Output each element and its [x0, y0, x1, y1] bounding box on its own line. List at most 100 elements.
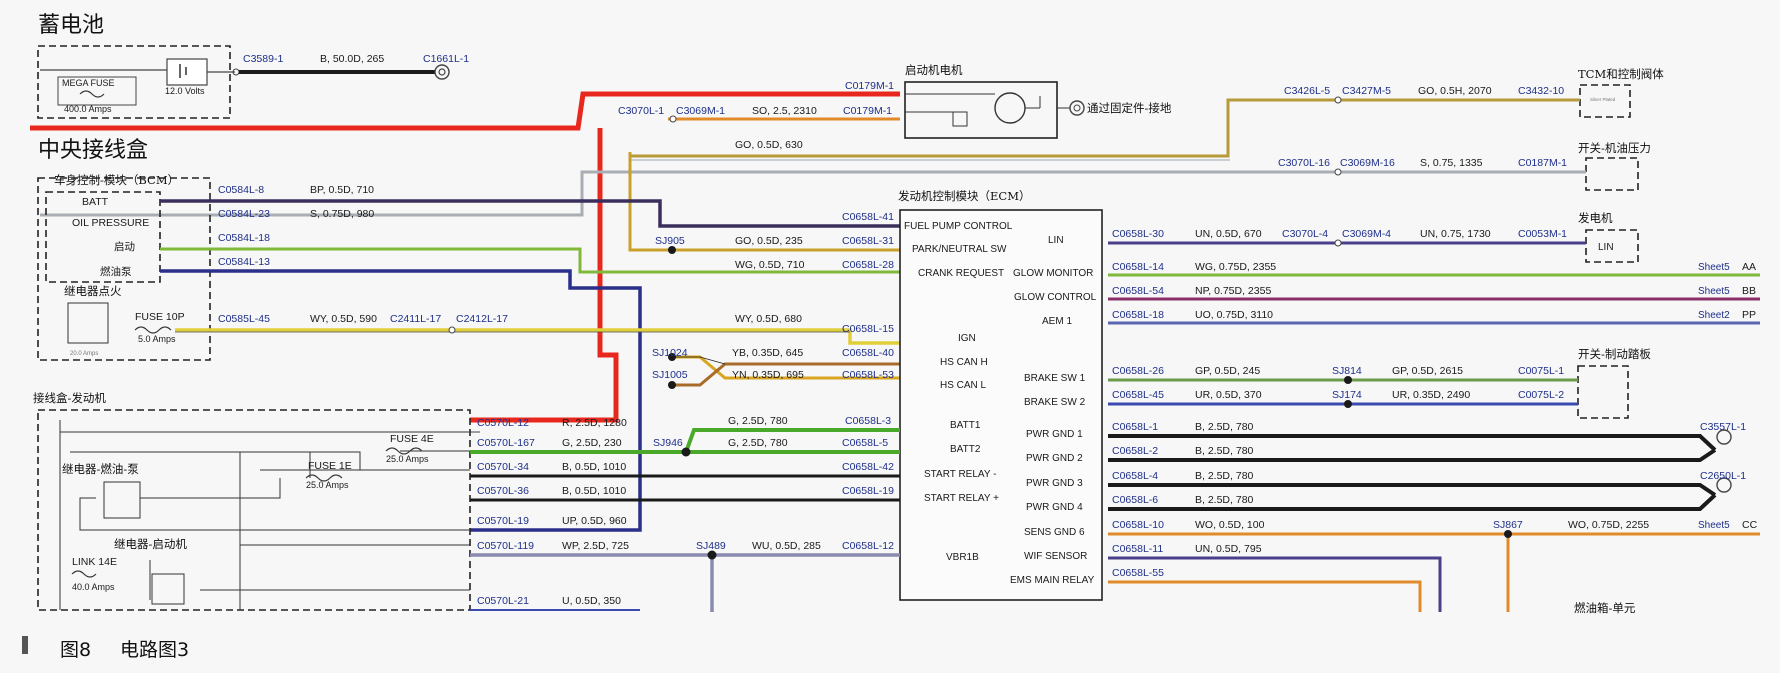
ecm-pin-glow-monitor: GLOW MONITOR [1013, 268, 1093, 279]
ground-c2650l-icon [1716, 477, 1732, 493]
svg-text:Sheet5: Sheet5 [1698, 262, 1730, 273]
ecm-pin-start-relay-pos: START RELAY + [924, 493, 999, 504]
wire-spec-w18: UO, 0.75D, 3110 [1195, 309, 1273, 321]
wire-spec-w24: B, 2.5D, 780 [1195, 445, 1254, 457]
wire-label-c0658l-55: C0658L-55 [1112, 567, 1164, 579]
wire-label-c3070l-4: C3070L-4 [1282, 228, 1328, 240]
wire-label-c0658l-1: C0658L-1 [1112, 421, 1158, 433]
splice-label-sj814: SJ814 [1332, 365, 1362, 377]
wire-spec-w3: GO, 0.5D, 630 [735, 139, 803, 151]
link-14e-rating: 40.0 Amps [72, 582, 115, 592]
wire-label-c3069m-4: C3069M-4 [1342, 228, 1391, 240]
svg-text:20.0 Amps: 20.0 Amps [70, 351, 98, 357]
relay-starter-label: 继电器-启动机 [114, 537, 187, 551]
wire-spec-w29: UN, 0.5D, 795 [1195, 543, 1262, 555]
wire-label-c0658l-31: C0658L-31 [842, 235, 894, 247]
wire-spec-w7: S, 0.75D, 980 [310, 208, 374, 220]
wire-spec-w34: G, 2.5D, 780 [728, 437, 788, 449]
wire-label-c3589-1: C3589-1 [243, 53, 283, 65]
wire-s-oil-pressure [40, 170, 1586, 217]
oil-pressure-switch-box [1585, 157, 1639, 191]
wire-label-c0658l-28: C0658L-28 [842, 259, 894, 271]
engine-junction-box-title: 接线盒-发动机 [33, 391, 106, 405]
svg-text:Sheet5: Sheet5 [1698, 520, 1730, 531]
ground-c3557l-icon [1716, 429, 1732, 445]
ground-eyelet-icon [434, 64, 450, 80]
wire-spec-w39: WU, 0.5D, 285 [752, 540, 821, 552]
generator-title: 发电机 [1578, 211, 1613, 225]
wire-blue-fuel-pump [160, 269, 642, 532]
caption-marker [22, 636, 28, 654]
wire-spec-w15: UN, 0.75, 1730 [1420, 228, 1491, 240]
ecm-pin-pwr-gnd3: PWR GND 3 [1026, 478, 1083, 489]
fuse-4e-rating: 25.0 Amps [386, 454, 429, 464]
wire-label-c0658l-26: C0658L-26 [1112, 365, 1164, 377]
fuse-4e-icon [385, 447, 423, 455]
central-junction-box-title: 中央接线盒 [38, 138, 148, 163]
wire-un-wif [1108, 556, 1442, 612]
wire-label-c0658l-30: C0658L-30 [1112, 228, 1164, 240]
ecm-pin-hs-can-l: HS CAN L [940, 380, 987, 391]
ecm-pin-aem1: AEM 1 [1042, 316, 1072, 327]
ecm-pin-hs-can-h: HS CAN H [940, 357, 988, 368]
ecm-pin-brake-sw1: BRAKE SW 1 [1024, 373, 1086, 384]
wire-label-c3432-10: C3432-10 [1518, 85, 1564, 97]
fuse-1e-icon [305, 474, 343, 482]
ecm-pin-batt2: BATT2 [950, 444, 981, 455]
figure-number: 图8 [60, 639, 91, 661]
link-14e-icon [71, 570, 97, 578]
ecm-box [899, 209, 1103, 601]
ecm-pin-pwr-gnd1: PWR GND 1 [1026, 429, 1083, 440]
splice-label-sj489: SJ489 [696, 540, 726, 552]
bcm-pin-batt: BATT [82, 196, 109, 208]
ecm-pin-park-neutral-sw: PARK/NEUTRAL SW [912, 244, 1007, 255]
wire-spec-w23: B, 2.5D, 780 [1195, 421, 1254, 433]
splice-label-sj1024: SJ1024 [652, 347, 688, 359]
wire-label-c0179m-1-top: C0179M-1 [845, 80, 894, 92]
battery-symbol [166, 58, 208, 86]
wire-spec-w27: WO, 0.5D, 100 [1195, 519, 1265, 531]
wire-spec-w35: B, 0.5D, 1010 [562, 461, 626, 473]
wire-spec-w10: WY, 0.5D, 590 [310, 313, 377, 325]
wire-label-c0658l-54: C0658L-54 [1112, 285, 1164, 297]
wire-label-c0658l-15: C0658L-15 [842, 323, 894, 335]
wire-spec-w22: UR, 0.35D, 2490 [1392, 389, 1470, 401]
wire-label-c0584l-13: C0584L-13 [218, 256, 270, 268]
battery-title: 蓄电池 [38, 13, 104, 38]
ecm-pin-fuel-pump-control: FUEL PUMP CONTROL [904, 221, 1013, 232]
starter-ground-icon [1069, 100, 1085, 116]
svg-text:Sheet2: Sheet2 [1698, 310, 1730, 321]
splice-label-sj946: SJ946 [653, 437, 683, 449]
splice-sj814 [1344, 376, 1352, 384]
relay-fuel-pump-icon [103, 481, 141, 519]
wire-label-c0075l-1: C0075L-1 [1518, 365, 1564, 377]
fuse-1e-rating: 25.0 Amps [306, 480, 349, 490]
link-14e-label: LINK 14E [72, 556, 117, 568]
ecm-pin-wif-sensor: WIF SENSOR [1024, 551, 1087, 562]
wire-label-c2412l-17: C2412L-17 [456, 313, 508, 325]
wire-spec-w11: WY, 0.5D, 680 [735, 313, 802, 325]
ecm-pin-start-relay-neg: START RELAY - [924, 469, 996, 480]
svg-text:Silver Plated: Silver Plated [1590, 97, 1616, 102]
generator-box [1585, 229, 1639, 263]
ecm-pin-vbr1b: VBR1B [946, 552, 979, 563]
bcm-pin-fuel-pump: 燃油泵 [100, 265, 132, 278]
wire-spec-w2: SO, 2.5, 2310 [752, 105, 817, 117]
ecm-pin-pwr-gnd2: PWR GND 2 [1026, 453, 1083, 464]
wire-label-c3427m-5: C3427M-5 [1342, 85, 1391, 97]
wire-label-c0570l-19: C0570L-19 [477, 515, 529, 527]
relay-starter-icon [151, 573, 185, 605]
ecm-pin-brake-sw2: BRAKE SW 2 [1024, 397, 1086, 408]
sheet-ref-pp: PP [1742, 309, 1756, 321]
wire-wy-ign [175, 328, 900, 345]
wire-pwr-gnd1 [1108, 434, 1717, 452]
splice-label-sj905: SJ905 [655, 235, 685, 247]
wire-label-c2650l-1: C2650L-1 [1700, 470, 1746, 482]
wire-spec-w21: UR, 0.5D, 370 [1195, 389, 1262, 401]
wire-label-c0585l-45: C0585L-45 [218, 313, 270, 325]
splice-sj905 [668, 246, 676, 254]
fuel-tank-unit-title: 燃油箱-单元 [1574, 601, 1636, 615]
wire-spec-w13: YN, 0.35D, 695 [732, 369, 804, 381]
fuse-10p-rating: 5.0 Amps [138, 334, 176, 344]
